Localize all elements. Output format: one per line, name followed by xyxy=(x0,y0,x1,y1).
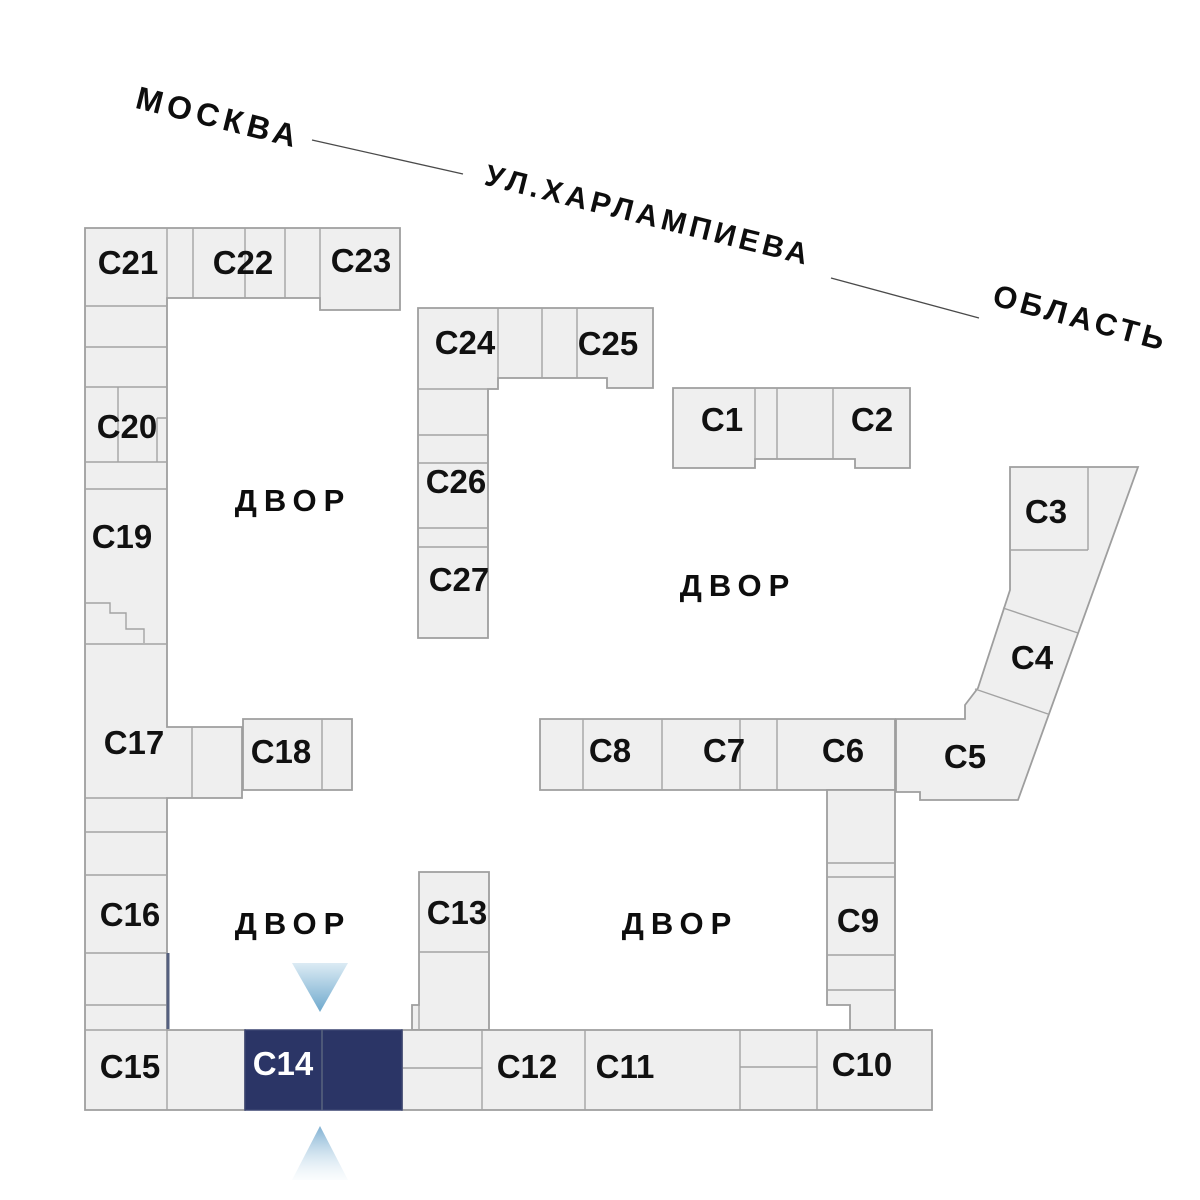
courtyard-label-south: ДВОР xyxy=(622,906,739,941)
entrance-arrows xyxy=(292,963,348,1180)
courtyard-label-southwest: ДВОР xyxy=(235,906,352,941)
selected-section-c14-footprint[interactable] xyxy=(244,1029,403,1111)
section-label-c9[interactable]: С9 xyxy=(837,902,879,939)
courtyard-label-northwest: ДВОР xyxy=(235,483,352,518)
section-label-c24[interactable]: С24 xyxy=(435,324,496,361)
section-label-c15[interactable]: С15 xyxy=(100,1048,161,1085)
section-label-c12[interactable]: С12 xyxy=(497,1048,558,1085)
street-line-right xyxy=(830,277,980,319)
section-label-c16[interactable]: С16 xyxy=(100,896,161,933)
section-label-c26[interactable]: С26 xyxy=(426,463,487,500)
building-west-chain-footprint xyxy=(84,227,401,1111)
section-label-c19[interactable]: С19 xyxy=(92,518,153,555)
section-label-c11[interactable]: С11 xyxy=(596,1048,655,1085)
section-label-c6[interactable]: С6 xyxy=(822,732,864,769)
street-line-left xyxy=(311,139,464,175)
section-label-c8[interactable]: С8 xyxy=(589,732,631,769)
section-label-c7[interactable]: С7 xyxy=(703,732,745,769)
street-name-label: УЛ.ХАРЛАМПИЕВА xyxy=(482,159,815,272)
section-divider-lines xyxy=(85,228,1089,1110)
section-label-c17[interactable]: С17 xyxy=(104,724,165,761)
section-label-c13[interactable]: С13 xyxy=(427,894,488,931)
arrow-down-icon xyxy=(292,963,348,1012)
section-label-c10[interactable]: С10 xyxy=(832,1046,893,1083)
section-label-c27[interactable]: С27 xyxy=(429,561,490,598)
section-label-c22[interactable]: С22 xyxy=(213,244,274,281)
selected-section-c14[interactable] xyxy=(244,1029,403,1111)
section-label-c25[interactable]: С25 xyxy=(578,325,639,362)
courtyard-label-east: ДВОР xyxy=(680,568,797,603)
section-label-c3[interactable]: С3 xyxy=(1025,493,1067,530)
section-label-c23[interactable]: С23 xyxy=(331,242,392,279)
street-area-label: ОБЛАСТЬ xyxy=(989,278,1172,358)
section-label-c1[interactable]: С1 xyxy=(701,401,743,438)
arrow-up-icon xyxy=(292,1126,348,1180)
section-label-c4[interactable]: С4 xyxy=(1011,639,1054,676)
section-label-c5[interactable]: С5 xyxy=(944,738,986,775)
section-label-c20[interactable]: С20 xyxy=(97,408,158,445)
building-c1-c2-footprint xyxy=(672,387,911,469)
section-label-c2[interactable]: С2 xyxy=(851,401,893,438)
street-city-label: МОСКВА xyxy=(132,79,305,155)
section-label-c21[interactable]: С21 xyxy=(98,244,159,281)
building-east-wing-footprint xyxy=(895,466,1140,801)
courtyard-labels: ДВОР ДВОР ДВОР ДВОР xyxy=(235,483,797,941)
building-c18-footprint xyxy=(242,718,353,791)
section-label-c14[interactable]: С14 xyxy=(253,1045,314,1082)
section-labels: С1 С2 С3 С4 С5 С6 С7 С8 С9 С10 С11 С12 С… xyxy=(92,242,1067,1085)
section-label-c18[interactable]: С18 xyxy=(251,733,312,770)
